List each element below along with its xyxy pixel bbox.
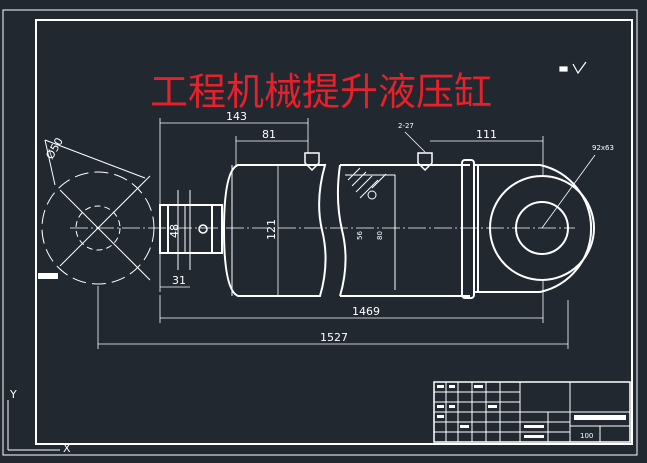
rod-end-section: [41, 139, 155, 285]
axis-x-label: X: [63, 442, 71, 455]
piston-rod: [159, 204, 223, 254]
oil-port-right: [417, 152, 433, 172]
dim-121: 121: [265, 219, 278, 240]
body-section-hatch: [345, 167, 396, 290]
dim-92x63: 92x63: [592, 144, 614, 152]
clevis-leader: [541, 154, 596, 229]
dim-1469: 1469: [352, 305, 380, 318]
title-block-scale: 100: [580, 432, 593, 440]
title-block-filled-text: [437, 385, 626, 438]
cylinder-body: [222, 164, 470, 297]
title-block: [433, 381, 631, 443]
end-ring: [461, 159, 475, 299]
dim-81: 81: [262, 128, 276, 141]
left-note-mark: [38, 273, 58, 279]
dim-1527: 1527: [320, 331, 348, 344]
dim-2-27: 2-27: [398, 122, 414, 130]
dim-31: 31: [172, 274, 186, 287]
dim-80: 80: [376, 231, 384, 240]
ucs-icon: [7, 400, 60, 451]
drawing-title: 工程机械提升液压缸: [150, 70, 492, 114]
dim-48: 48: [168, 224, 181, 238]
dim-143: 143: [226, 110, 247, 123]
rod-flange: [177, 190, 191, 270]
outer-border: [2, 9, 638, 456]
inner-frame: [35, 19, 633, 445]
roughness-symbol: [559, 61, 587, 75]
dim-phi50: Ø50: [43, 135, 66, 161]
dim-56: 56: [356, 231, 364, 240]
rear-clevis: [474, 164, 595, 293]
axis-y-label: Y: [9, 388, 17, 401]
oil-port-left: [304, 152, 320, 172]
dim-111: 111: [476, 128, 497, 141]
